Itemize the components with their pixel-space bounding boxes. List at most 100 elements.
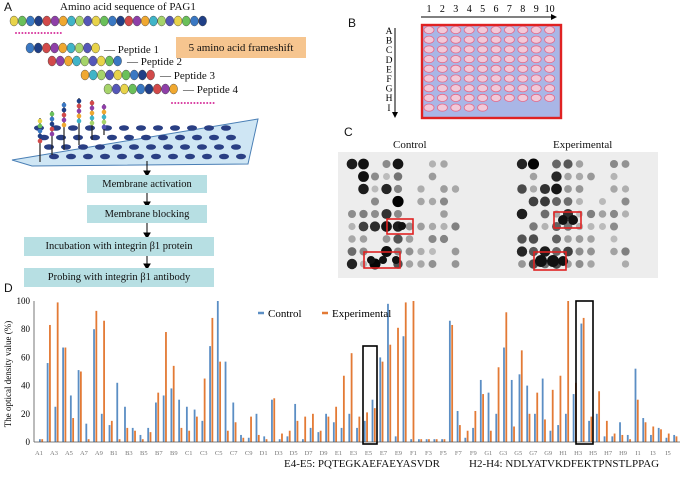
blot-spot: [529, 185, 538, 193]
blot-spot: [621, 160, 630, 168]
experimental-bar-F3: [412, 301, 415, 442]
plate-well: [530, 35, 542, 44]
experimental-bar-A9: [72, 418, 75, 442]
plate-row-label: A: [386, 27, 393, 37]
membrane-well: [163, 144, 173, 150]
experimental-bar-G9: [536, 392, 539, 442]
blot-spot: [393, 184, 403, 194]
h2-h4-highlight-box: [575, 300, 594, 445]
amino-acid-bead: [181, 15, 191, 27]
blot-spot: [516, 208, 528, 220]
peptide-2-text: Peptide 2: [140, 56, 182, 68]
plate-col-label: 4: [467, 4, 472, 15]
frameshift-marker: [187, 102, 189, 104]
control-bar-B7: [131, 427, 134, 442]
control-bar-D2: [247, 437, 250, 442]
frameshift-marker: [37, 32, 40, 34]
plate-well: [504, 35, 515, 44]
control-bar-H5: [580, 323, 583, 442]
blot-spot: [528, 234, 539, 244]
blot-spot: [370, 172, 380, 181]
frameshift-marker: [183, 102, 186, 104]
blot-spot: [347, 247, 357, 256]
plate-well: [423, 84, 435, 93]
plate-well: [463, 55, 475, 64]
x-tick-label: G3: [499, 450, 507, 457]
blot-spot: [575, 160, 584, 168]
control-bar-G4: [495, 413, 498, 442]
control-bar-A10: [77, 370, 80, 442]
x-tick-label: D7: [305, 450, 314, 457]
y-axis-label: The optical density value (%): [3, 321, 13, 427]
experimental-bar-C2: [172, 365, 175, 442]
control-bar-B1: [85, 423, 88, 442]
peptide-4-label: — Peptide 4: [183, 84, 238, 96]
experimental-bar-I4: [652, 426, 655, 442]
experimental-bar-B6: [126, 427, 129, 442]
amino-acid-bead: [96, 55, 106, 67]
control-bar-A5: [39, 439, 41, 442]
experimental-bar-I6: [667, 433, 670, 442]
plate-well: [463, 25, 475, 34]
blot-spot: [405, 222, 414, 231]
plate-well: [517, 45, 529, 54]
experimental-bar-E3: [335, 406, 338, 442]
blot-spot: [518, 260, 526, 268]
membrane-well: [95, 144, 105, 150]
pin-bead: [61, 117, 67, 123]
x-tick-label: D1: [260, 450, 268, 457]
amino-acid-bead: [113, 55, 122, 67]
plate-well: [463, 45, 475, 54]
control-bar-E7: [363, 420, 366, 442]
amino-acid-bead: [91, 15, 101, 27]
amino-acid-bead: [198, 15, 207, 27]
plate-well: [531, 104, 542, 112]
membrane-well: [158, 134, 168, 141]
blot-spot: [539, 183, 551, 195]
blot-spot: [392, 158, 404, 170]
control-bar-H3: [564, 413, 567, 442]
blot-spot: [428, 260, 437, 268]
blot-spot: [587, 235, 595, 243]
plate-well: [463, 64, 475, 73]
amino-acid-bead: [121, 69, 131, 81]
x-tick-label: E9: [395, 450, 402, 457]
control-bar-G1: [472, 427, 474, 442]
blot-spot: [383, 173, 390, 180]
experimental-bar-E6: [358, 416, 361, 442]
membrane-well: [204, 125, 214, 131]
blot-spot: [428, 234, 437, 244]
frameshift-marker: [47, 32, 49, 34]
control-bar-F1: [394, 436, 397, 442]
blot-spot: [346, 158, 358, 170]
experimental-bar-I5: [660, 429, 662, 442]
peptide-4-text: Peptide 4: [196, 84, 238, 96]
control-bar-B8: [139, 434, 142, 442]
plate-row-label: G: [386, 85, 393, 95]
x-tick-label: F9: [470, 450, 477, 457]
blot-spot: [405, 247, 414, 256]
plate-well: [450, 74, 462, 83]
control-bar-H10: [619, 422, 621, 442]
plate-well: [530, 45, 542, 54]
plate-well: [423, 64, 435, 73]
plate-well: [517, 64, 529, 73]
x-tick-label: B5: [140, 450, 148, 457]
x-tick-label: F1: [410, 450, 417, 457]
experimental-bar-H3: [567, 301, 570, 442]
blot-spot-strong: [535, 255, 547, 267]
control-bar-C9: [224, 361, 227, 442]
x-tick-label: A1: [35, 450, 43, 457]
peptide-pins: [37, 98, 107, 162]
amino-acid-bead: [34, 42, 43, 54]
control-bar-H8: [603, 436, 606, 442]
blot-spot: [382, 235, 391, 243]
frameshift-marker: [177, 102, 180, 104]
control-bar-C10: [232, 402, 235, 442]
control-bar-A9: [69, 395, 72, 442]
plate-col-label: 5: [480, 4, 485, 15]
plate-well: [450, 45, 462, 54]
blot-spot: [551, 234, 562, 244]
experimental-bar-H6: [590, 416, 593, 442]
blot-spot: [610, 247, 618, 256]
